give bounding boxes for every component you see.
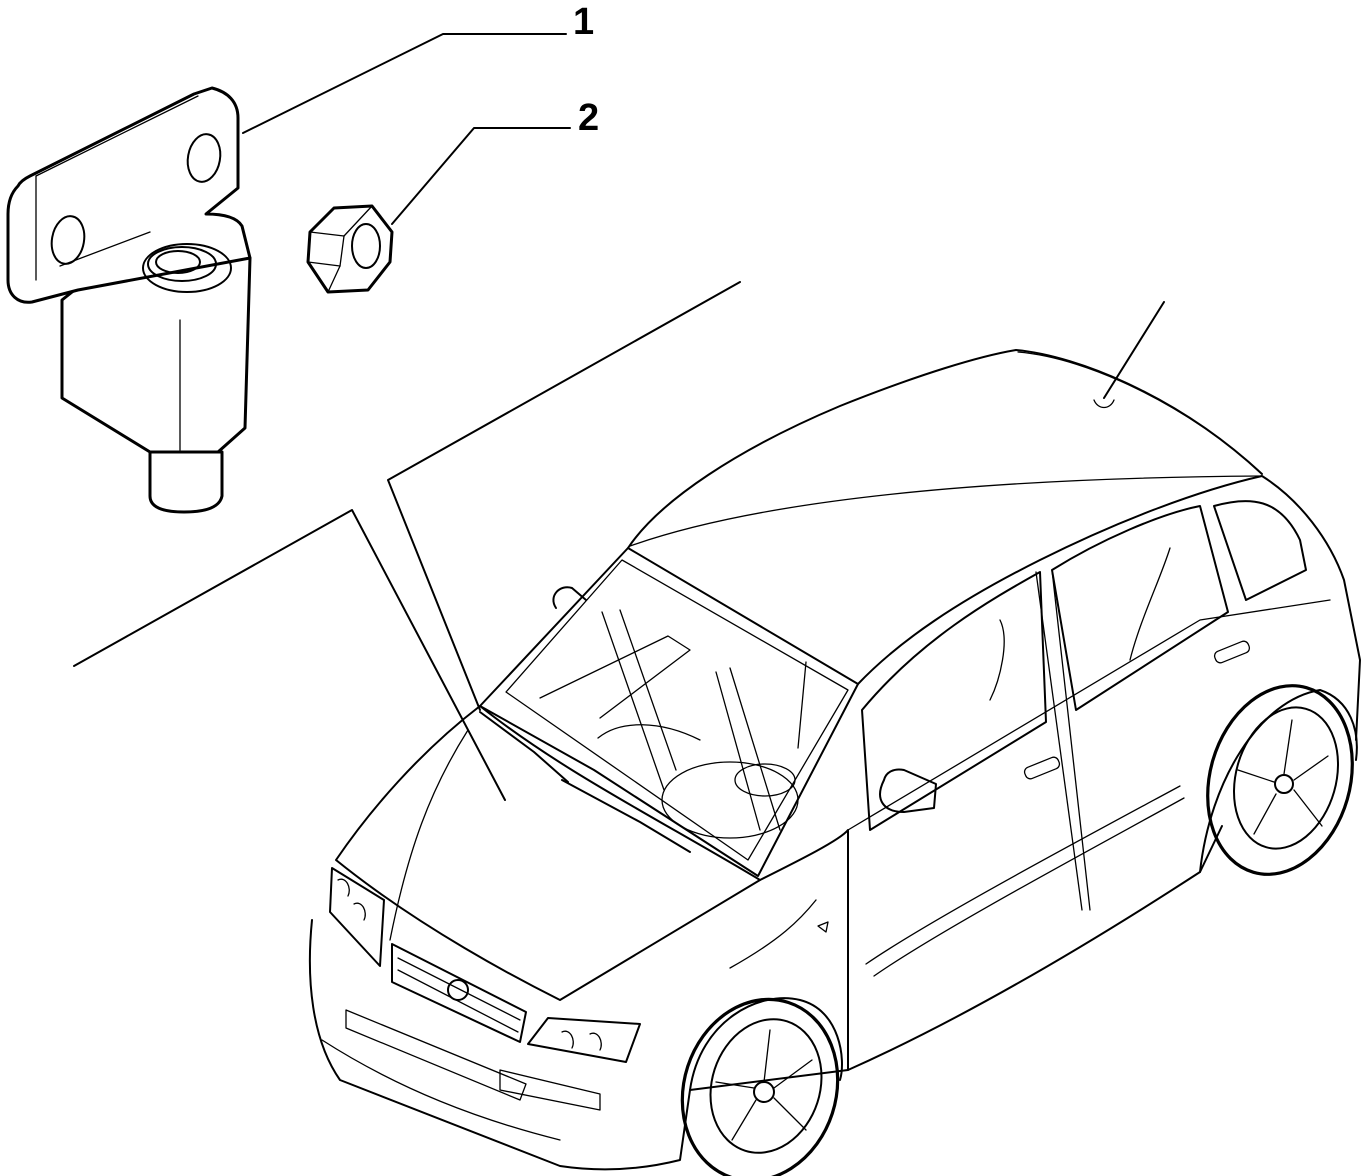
roof-antenna (1103, 301, 1165, 399)
bracket-hole-right (186, 133, 222, 183)
sensor-tip (148, 450, 224, 514)
quarter-window (1213, 500, 1307, 601)
front-door-handle (1023, 756, 1061, 780)
hex-nut (306, 204, 394, 294)
callout-2: 2 (391, 97, 599, 225)
front-wheel (680, 997, 843, 1176)
wiper-right (561, 779, 691, 853)
mirror-left (552, 586, 587, 609)
mirror-right (879, 768, 937, 813)
wiper-left (479, 711, 569, 783)
callout-number-2: 2 (578, 97, 599, 139)
headlight-left (329, 867, 385, 967)
steering-wheel (661, 761, 799, 839)
location-pointer-lines (73, 281, 741, 801)
car-hood (335, 705, 761, 1001)
nut-bore (351, 223, 381, 269)
front-door-window (861, 571, 1047, 831)
callout-1: 1 (242, 1, 594, 134)
mounting-bracket (6, 86, 252, 304)
rear-wheel (1199, 684, 1358, 876)
callout-number-1: 1 (573, 1, 594, 43)
headlight-right (527, 1017, 641, 1063)
hex-nut-part (306, 204, 394, 294)
bracket-hole-left (50, 215, 86, 265)
leader-line-2 (391, 127, 571, 225)
front-grille (391, 943, 527, 1043)
pointer-line-lower (73, 509, 506, 801)
leader-line-1 (242, 33, 567, 134)
sensor-part (6, 86, 252, 514)
car-side (689, 829, 849, 1091)
brand-badge (447, 979, 469, 1001)
car-illustration (308, 301, 1361, 1176)
front-bumper (308, 919, 691, 1171)
side-moulding (865, 785, 1181, 965)
rear-door-handle (1213, 640, 1251, 664)
pointer-line-upper (387, 281, 741, 711)
car-roof (627, 349, 1263, 549)
rear-door-window (1051, 505, 1229, 711)
